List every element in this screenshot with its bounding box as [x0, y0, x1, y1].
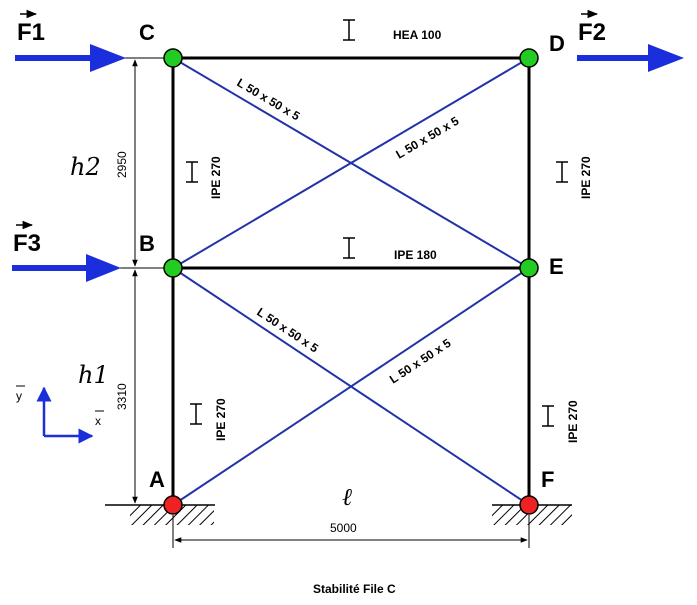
label-mid-beam: IPE 180	[394, 248, 437, 262]
vertical-dimension	[120, 57, 170, 504]
node-label-f: F	[541, 467, 554, 492]
dim-h2-value: 2950	[115, 151, 129, 178]
force-label-f1: F1	[17, 9, 45, 46]
label-column-right-lower: IPE 270	[566, 400, 580, 443]
dim-h2-symbol: h2	[70, 153, 101, 181]
force-arrow-f1	[15, 44, 126, 72]
svg-text:F1: F1	[17, 19, 45, 46]
dim-span-symbol: ℓ	[342, 483, 352, 511]
brace-a-e	[172, 267, 530, 506]
support-a	[105, 504, 215, 525]
label-column-right-upper: IPE 270	[579, 156, 593, 199]
label-top-beam: HEA 100	[393, 28, 442, 42]
node-a	[163, 495, 183, 515]
i-section-icon-mid	[343, 237, 355, 259]
node-label-b: B	[139, 231, 155, 256]
node-b	[163, 258, 183, 278]
node-e	[519, 258, 539, 278]
axis-x-label: x	[95, 414, 101, 428]
svg-text:F3: F3	[13, 230, 41, 257]
node-label-d: D	[549, 31, 565, 56]
brace-b-d	[172, 57, 530, 269]
node-f	[519, 495, 539, 515]
force-label-f3: F3	[13, 220, 41, 257]
node-label-e: E	[549, 254, 564, 279]
node-c	[163, 48, 183, 68]
dim-span-value: 5000	[330, 521, 357, 535]
node-label-c: C	[139, 20, 155, 45]
bracing	[172, 57, 530, 506]
frame-members	[171, 56, 531, 505]
force-arrow-f3	[12, 254, 121, 282]
i-section-icon-top	[343, 19, 355, 41]
label-brace-upper-bd: L 50 x 50 x 5	[393, 114, 461, 162]
label-column-left-upper: IPE 270	[209, 156, 223, 199]
axes-indicator: y x	[16, 385, 104, 444]
label-brace-lower-ae: L 50 x 50 x 5	[387, 336, 454, 387]
dim-h1-value: 3310	[115, 383, 129, 410]
horizontal-dimension	[172, 515, 530, 548]
node-label-a: A	[149, 467, 165, 492]
node-d	[519, 48, 539, 68]
force-label-f2: F2	[578, 9, 606, 46]
svg-text:F2: F2	[578, 19, 606, 46]
label-column-left-lower: IPE 270	[214, 398, 228, 441]
label-brace-lower-bf: L 50 x 50 x 5	[254, 305, 321, 356]
i-section-icon-right-upper	[556, 161, 568, 183]
i-section-icon-left-lower	[190, 403, 202, 425]
axis-y-label: y	[16, 389, 22, 403]
i-section-icon-left-upper	[186, 161, 198, 183]
force-arrow-f2	[577, 44, 684, 72]
i-section-symbols	[186, 19, 568, 427]
dim-h1-symbol: h1	[78, 361, 109, 389]
figure-caption: Stabilité File C	[313, 582, 396, 596]
nodes	[163, 48, 539, 515]
i-section-icon-right-lower	[542, 405, 554, 427]
